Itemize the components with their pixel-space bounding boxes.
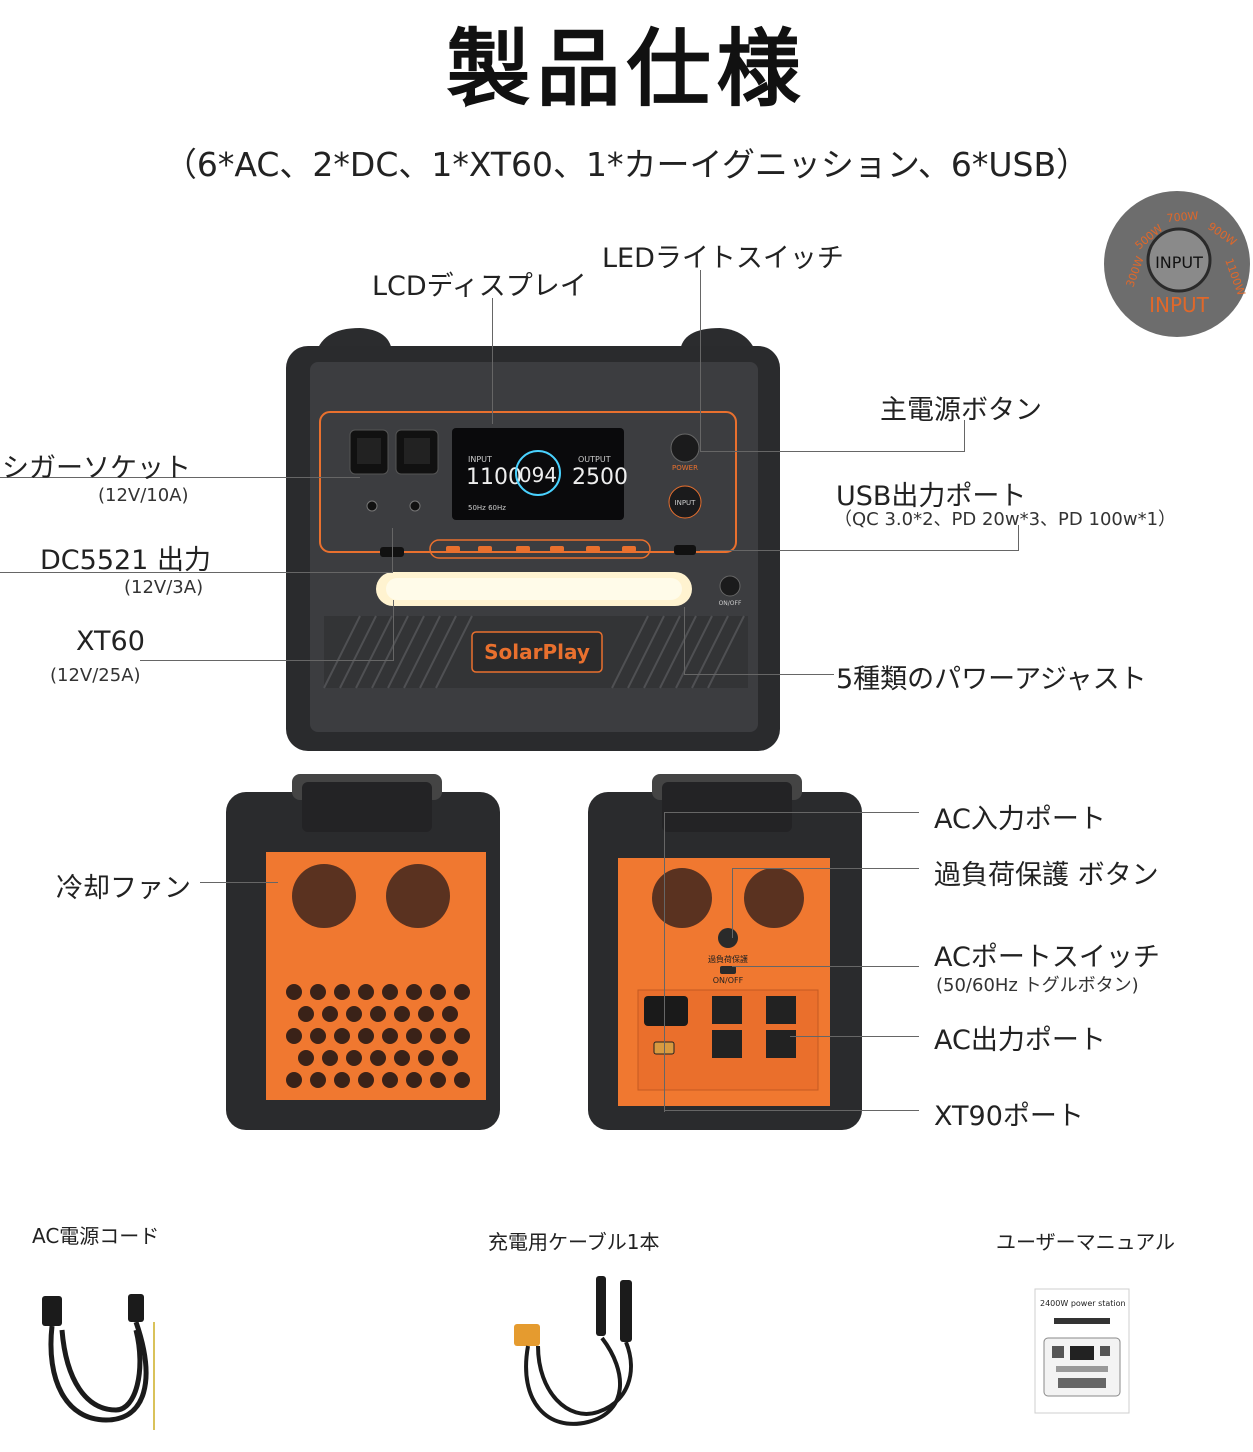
label-ac-switch-spec: (50/60Hz トグルボタン)	[936, 975, 1139, 996]
charging-cable-image	[508, 1272, 668, 1444]
svg-text:1100: 1100	[466, 465, 522, 490]
svg-text:過負荷保護: 過負荷保護	[708, 954, 748, 964]
label-led-light-switch: LEDライトスイッチ	[602, 243, 844, 274]
label-usb-output: USB出力ポート	[836, 481, 1027, 512]
label-cigar-spec: (12V/10A)	[98, 485, 189, 506]
label-overload-button: 過負荷保護 ボタン	[934, 860, 1159, 891]
ac-cord-image	[36, 1270, 196, 1440]
label-dc5521-spec: (12V/3A)	[124, 577, 204, 598]
label-cooling-fan: 冷却ファン	[56, 873, 191, 904]
svg-text:094: 094	[519, 463, 557, 487]
user-manual-image: 2400W power station	[1034, 1288, 1130, 1414]
power-station-back: 過負荷保護 ON/OFF	[586, 770, 864, 1132]
power-station-front: INPUT 1100 OUTPUT 2500 094 50Hz 60Hz POW…	[280, 320, 785, 755]
svg-text:ON/OFF: ON/OFF	[719, 600, 742, 607]
label-lcd-display: LCDディスプレイ	[372, 271, 587, 302]
svg-text:2500: 2500	[572, 465, 628, 490]
svg-text:INPUT: INPUT	[675, 499, 697, 507]
label-dc5521: DC5521 出力	[40, 545, 211, 576]
label-power-adjust: 5種類のパワーアジャスト	[836, 664, 1147, 695]
accessory-charging-cable-label: 充電用ケーブル1本	[488, 1230, 660, 1254]
label-xt60-spec: (12V/25A)	[50, 665, 141, 686]
svg-text:50Hz 60Hz: 50Hz 60Hz	[468, 504, 506, 512]
badge-bottom-label: INPUT	[1149, 293, 1210, 317]
badge-center-label: INPUT	[1155, 253, 1203, 272]
label-xt60: XT60	[76, 626, 145, 657]
accessory-manual-label: ユーザーマニュアル	[996, 1230, 1175, 1254]
label-xt90-port: XT90ポート	[934, 1101, 1084, 1132]
brand-logo: SolarPlay	[484, 640, 590, 664]
svg-text:OUTPUT: OUTPUT	[578, 455, 611, 464]
power-station-side	[222, 770, 504, 1132]
svg-text:ON/OFF: ON/OFF	[713, 976, 744, 985]
page-subtitle: （6*AC、2*DC、1*XT60、1*カーイグニッション、6*USB）	[163, 145, 1090, 184]
label-cigar-socket: シガーソケット	[2, 453, 191, 484]
page-title: 製品仕様	[446, 20, 807, 118]
accessory-ac-cord-label: AC電源コード	[32, 1224, 160, 1248]
label-ac-port-switch: ACポートスイッチ	[934, 942, 1160, 973]
label-ac-input-port: AC入力ポート	[934, 804, 1106, 835]
input-power-dial-badge: INPUT INPUT 300W 500W 700W 900W 1100W	[1103, 190, 1251, 338]
label-main-power-button: 主電源ボタン	[880, 395, 1042, 426]
label-usb-spec: （QC 3.0*2、PD 20w*3、PD 100w*1）	[834, 509, 1177, 530]
svg-text:INPUT: INPUT	[468, 455, 492, 464]
label-ac-output-port: AC出力ポート	[934, 1025, 1106, 1056]
svg-text:2400W power station: 2400W power station	[1040, 1299, 1126, 1308]
svg-text:POWER: POWER	[672, 464, 698, 472]
svg-text:700W: 700W	[1166, 209, 1199, 225]
